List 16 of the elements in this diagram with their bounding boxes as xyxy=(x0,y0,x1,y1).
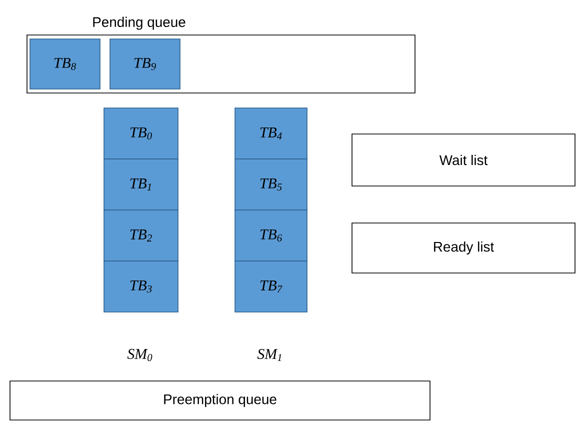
block-box: TB$_{6}$ xyxy=(234,210,308,262)
block-box: TB$_{0}$ xyxy=(104,108,178,160)
block-box: TB$_{9}$ xyxy=(110,38,180,90)
block-box: TB$_{3}$ xyxy=(104,260,178,312)
column-label: SM$_{0}$ xyxy=(127,348,152,362)
block-box: TB$_{5}$ xyxy=(234,158,308,210)
list-box: Wait list xyxy=(352,134,576,186)
list-box: Preemption queue xyxy=(10,380,430,420)
block-box: TB$_{2}$ xyxy=(104,210,178,262)
block-box: TB$_{8}$ xyxy=(30,38,100,90)
node-label: Pending queue xyxy=(93,16,186,30)
block-box: TB$_{4}$ xyxy=(234,108,308,160)
block-box: TB$_{1}$ xyxy=(104,158,178,210)
block-box: TB$_{7}$ xyxy=(234,260,308,312)
column-label: SM$_{1}$ xyxy=(257,348,282,362)
list-box: Ready list xyxy=(352,222,576,274)
